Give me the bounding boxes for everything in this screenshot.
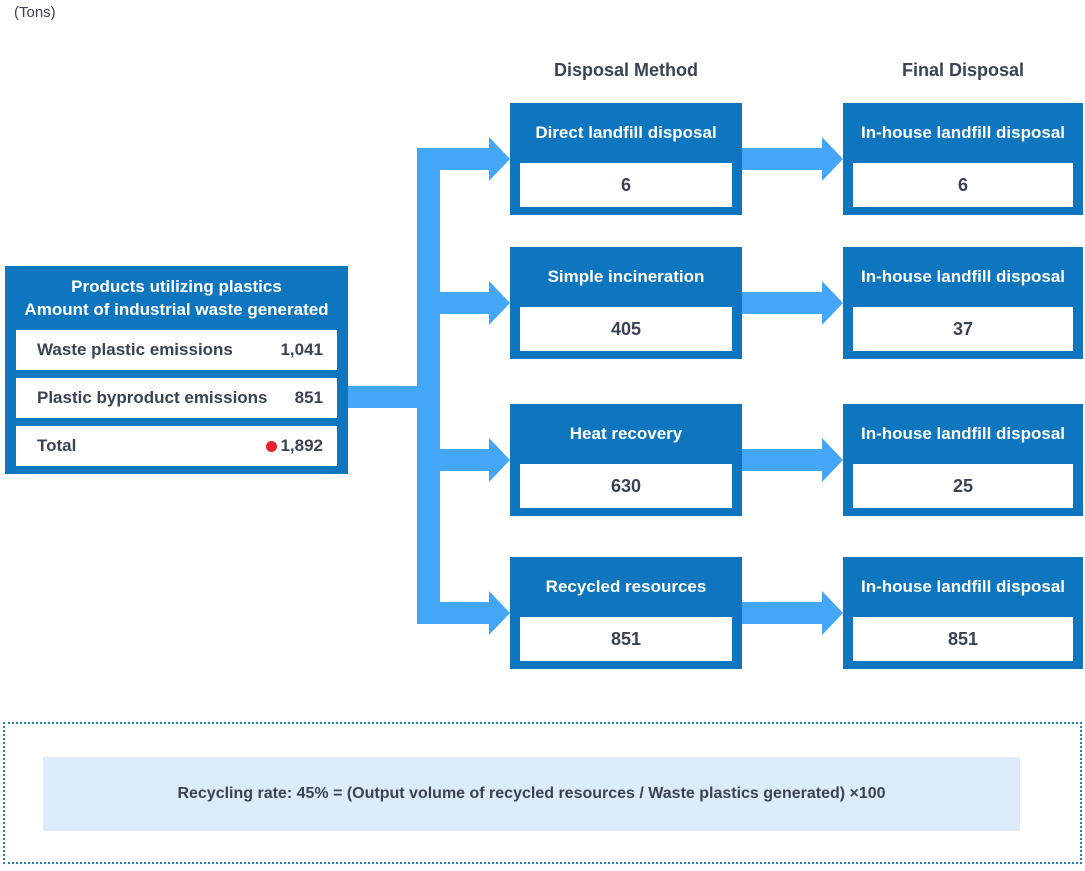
final-value: 37 [853,307,1073,351]
branch-trunk [417,148,440,624]
branch-arrow-shaft [437,602,489,624]
final-value: 851 [853,617,1073,661]
method-value: 6 [520,163,732,207]
source-title-line-2: Amount of industrial waste generated [24,300,329,319]
recycling-rate-band: Recycling rate: 45% = (Output volume of … [43,757,1020,831]
column-header-disposal-method: Disposal Method [553,60,698,80]
source-total-value: 1,892 [280,436,323,455]
method-title: Heat recovery [569,424,683,443]
method-title: Simple incineration [547,267,705,286]
connector-arrow-shaft [742,148,822,170]
source-row-value: 1,041 [280,340,323,359]
method-title: Direct landfill disposal [535,123,717,142]
method-value: 630 [520,464,732,508]
branch-arrow-shaft [437,449,489,471]
column-header-final-disposal: Final Disposal [901,60,1025,80]
final-title: In-house landfill disposal [860,123,1066,142]
branch-arrow-shaft [437,292,489,314]
final-box-row-4: In-house landfill disposal 851 [843,557,1083,669]
branch-arrow-head-icon [489,137,510,181]
final-title: In-house landfill disposal [860,267,1066,286]
final-value: 25 [853,464,1073,508]
source-row-total: Total 1,892 [16,426,337,466]
method-box-simple-incineration: Simple incineration 405 [510,247,742,359]
method-box-recycled-resources: Recycled resources 851 [510,557,742,669]
branch-arrow-shaft [437,148,489,170]
method-value: 851 [520,617,732,661]
unit-label: (Tons) [14,4,56,21]
source-row-byproduct: Plastic byproduct emissions 851 [16,378,337,418]
connector-arrow-head-icon [822,137,843,181]
connector-arrow-shaft [742,292,822,314]
final-title: In-house landfill disposal [860,577,1066,596]
recycling-rate-text: Recycling rate: 45% = (Output volume of … [177,785,886,802]
connector-arrow-shaft [742,449,822,471]
source-row-waste-plastic: Waste plastic emissions 1,041 [16,330,337,370]
connector-arrow-head-icon [822,281,843,325]
source-box: Products utilizing plastics Amount of in… [5,266,348,474]
connector-arrow-head-icon [822,591,843,635]
source-row-label: Plastic byproduct emissions [37,388,268,407]
branch-arrow-head-icon [489,438,510,482]
method-value: 405 [520,307,732,351]
connector-arrow-shaft [742,602,822,624]
source-row-value: 851 [294,388,323,407]
source-box-title: Products utilizing plastics Amount of in… [5,266,348,321]
final-box-row-3: In-house landfill disposal 25 [843,404,1083,516]
recycling-rate-note: Recycling rate: 45% = (Output volume of … [3,722,1082,864]
red-dot-icon [266,440,278,452]
source-title-line-1: Products utilizing plastics [71,277,282,296]
source-row-label: Total [37,436,77,455]
final-value: 6 [853,163,1073,207]
source-row-label: Waste plastic emissions [37,340,233,359]
final-box-row-2: In-house landfill disposal 37 [843,247,1083,359]
final-box-row-1: In-house landfill disposal 6 [843,103,1083,215]
method-title: Recycled resources [545,577,707,596]
branch-arrow-head-icon [489,591,510,635]
connector-arrow-head-icon [822,438,843,482]
method-box-direct-landfill: Direct landfill disposal 6 [510,103,742,215]
method-box-heat-recovery: Heat recovery 630 [510,404,742,516]
source-row-value: 1,892 [266,436,323,456]
final-title: In-house landfill disposal [860,424,1066,443]
branch-arrow-head-icon [489,281,510,325]
